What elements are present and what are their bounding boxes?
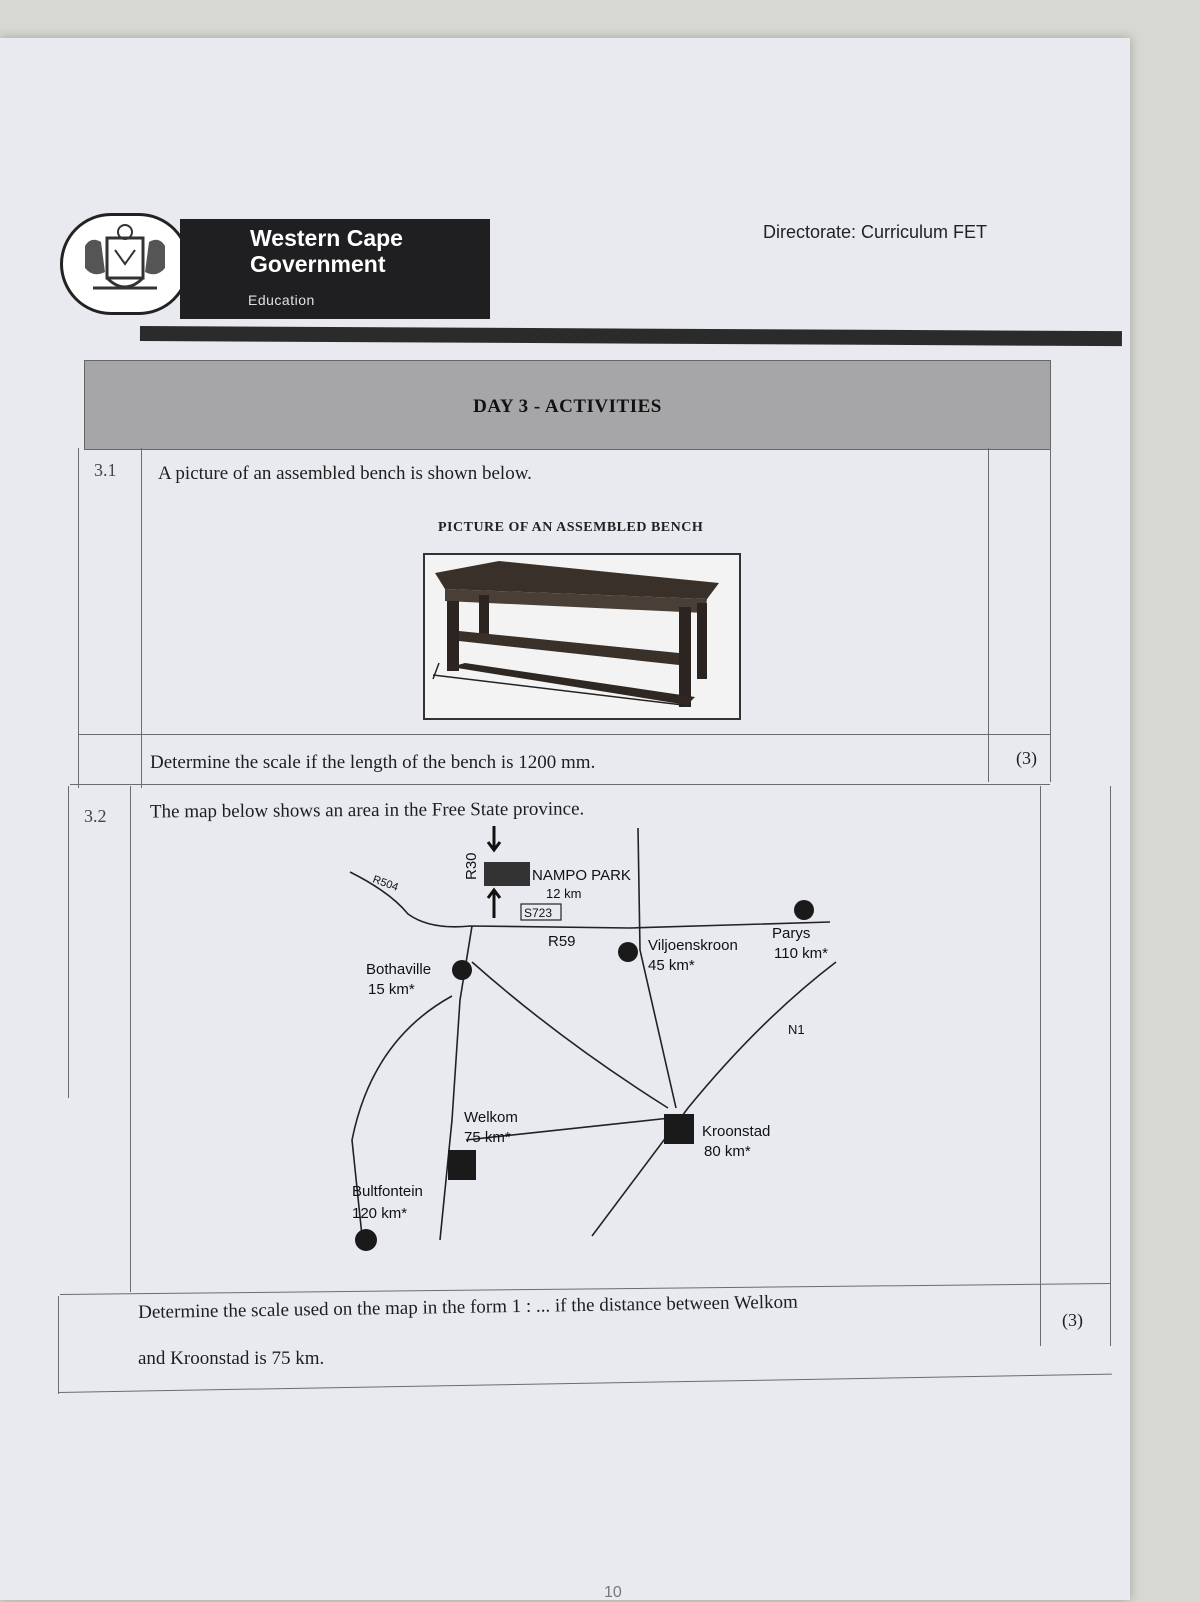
row-rule-1 (78, 734, 1050, 735)
org-line2: Government (250, 251, 386, 277)
table-border-left (78, 448, 79, 788)
arrow-up-icon (486, 887, 502, 918)
marks-column-divider (988, 448, 989, 782)
s723-sign (520, 903, 562, 921)
arrow-down-icon (486, 826, 502, 853)
bultfontein-marker (355, 1229, 377, 1251)
marks-column-divider-lower (1040, 786, 1041, 1346)
viljoenskroon-marker (618, 942, 638, 962)
place-distance-nampo-park: 12 km (546, 886, 581, 901)
road-label-s723: S723 (524, 906, 552, 920)
welkom-marker (448, 1150, 476, 1180)
place-distance-viljoenskroon: 45 km* (648, 957, 695, 974)
road-welkom-kroonstad (465, 1117, 671, 1141)
question-marks: (3) (1062, 1310, 1083, 1330)
place-distance-bothaville: 15 km* (368, 981, 415, 998)
road-label-n1: N1 (788, 1022, 805, 1037)
place-name-viljoenskroon: Viljoenskroon (648, 937, 738, 954)
table-border-right-lower (1110, 786, 1111, 1346)
place-name-parys: Parys (772, 925, 810, 942)
place-distance-welkom: 75 km* (464, 1129, 511, 1146)
road-viljoenskroon-kroonstad (637, 827, 677, 1109)
place-name-nampo-park: NAMPO PARK (532, 867, 631, 884)
section-title: DAY 3 - ACTIVITIES (473, 396, 662, 417)
road-r504-r59 (349, 871, 831, 929)
logo-bar: Western Cape Government Education (180, 219, 490, 319)
table-border-right (1050, 448, 1051, 782)
question-task-line2: and Kroonstad is 75 km. (138, 1348, 325, 1369)
place-distance-kroonstad: 80 km* (704, 1143, 751, 1160)
place-distance-parys: 110 km* (774, 945, 828, 962)
bench-picture (423, 553, 741, 720)
number-column-divider-lower (130, 786, 131, 1292)
org-line1: Western Cape (250, 225, 403, 251)
place-distance-bultfontein: 120 km* (352, 1205, 407, 1222)
question-task: Determine the scale if the length of the… (150, 752, 596, 773)
road-bultfontein (351, 995, 453, 1237)
bothaville-marker (452, 960, 472, 980)
road-label-r59: R59 (548, 933, 576, 950)
question-number: 3.1 (94, 460, 117, 480)
wcg-logo: Western Cape Government Education (60, 213, 490, 321)
org-name: Western Cape Government (250, 225, 480, 277)
place-name-bothaville: Bothaville (366, 961, 431, 978)
question-marks: (3) (1016, 748, 1037, 768)
table-border-left-bottom (58, 1296, 59, 1394)
page-number: 10 (604, 1584, 622, 1601)
figure-caption: PICTURE OF AN ASSEMBLED BENCH (438, 520, 704, 535)
section-title-band: DAY 3 - ACTIVITIES (84, 360, 1051, 450)
road-n1 (591, 961, 837, 1237)
question-number: 3.2 (84, 806, 107, 826)
number-column-divider (141, 448, 142, 788)
road-label-r504: R504 (371, 874, 400, 894)
kroonstad-marker (664, 1114, 694, 1144)
coat-of-arms-icon (60, 213, 190, 315)
row-rule-2 (70, 784, 1050, 785)
place-name-welkom: Welkom (464, 1109, 518, 1126)
road-bothaville-kroonstad (471, 961, 669, 1109)
table-border-left-lower (68, 786, 69, 1098)
place-name-kroonstad: Kroonstad (702, 1123, 770, 1140)
question-intro: A picture of an assembled bench is shown… (158, 463, 532, 484)
road-label-r30: R30 (463, 852, 480, 880)
parys-marker (794, 900, 814, 920)
place-name-bultfontein: Bultfontein (352, 1183, 423, 1200)
nampo-park-marker (484, 862, 530, 886)
directorate-label: Directorate: Curriculum FET (763, 222, 988, 242)
department-label: Education (248, 292, 315, 308)
